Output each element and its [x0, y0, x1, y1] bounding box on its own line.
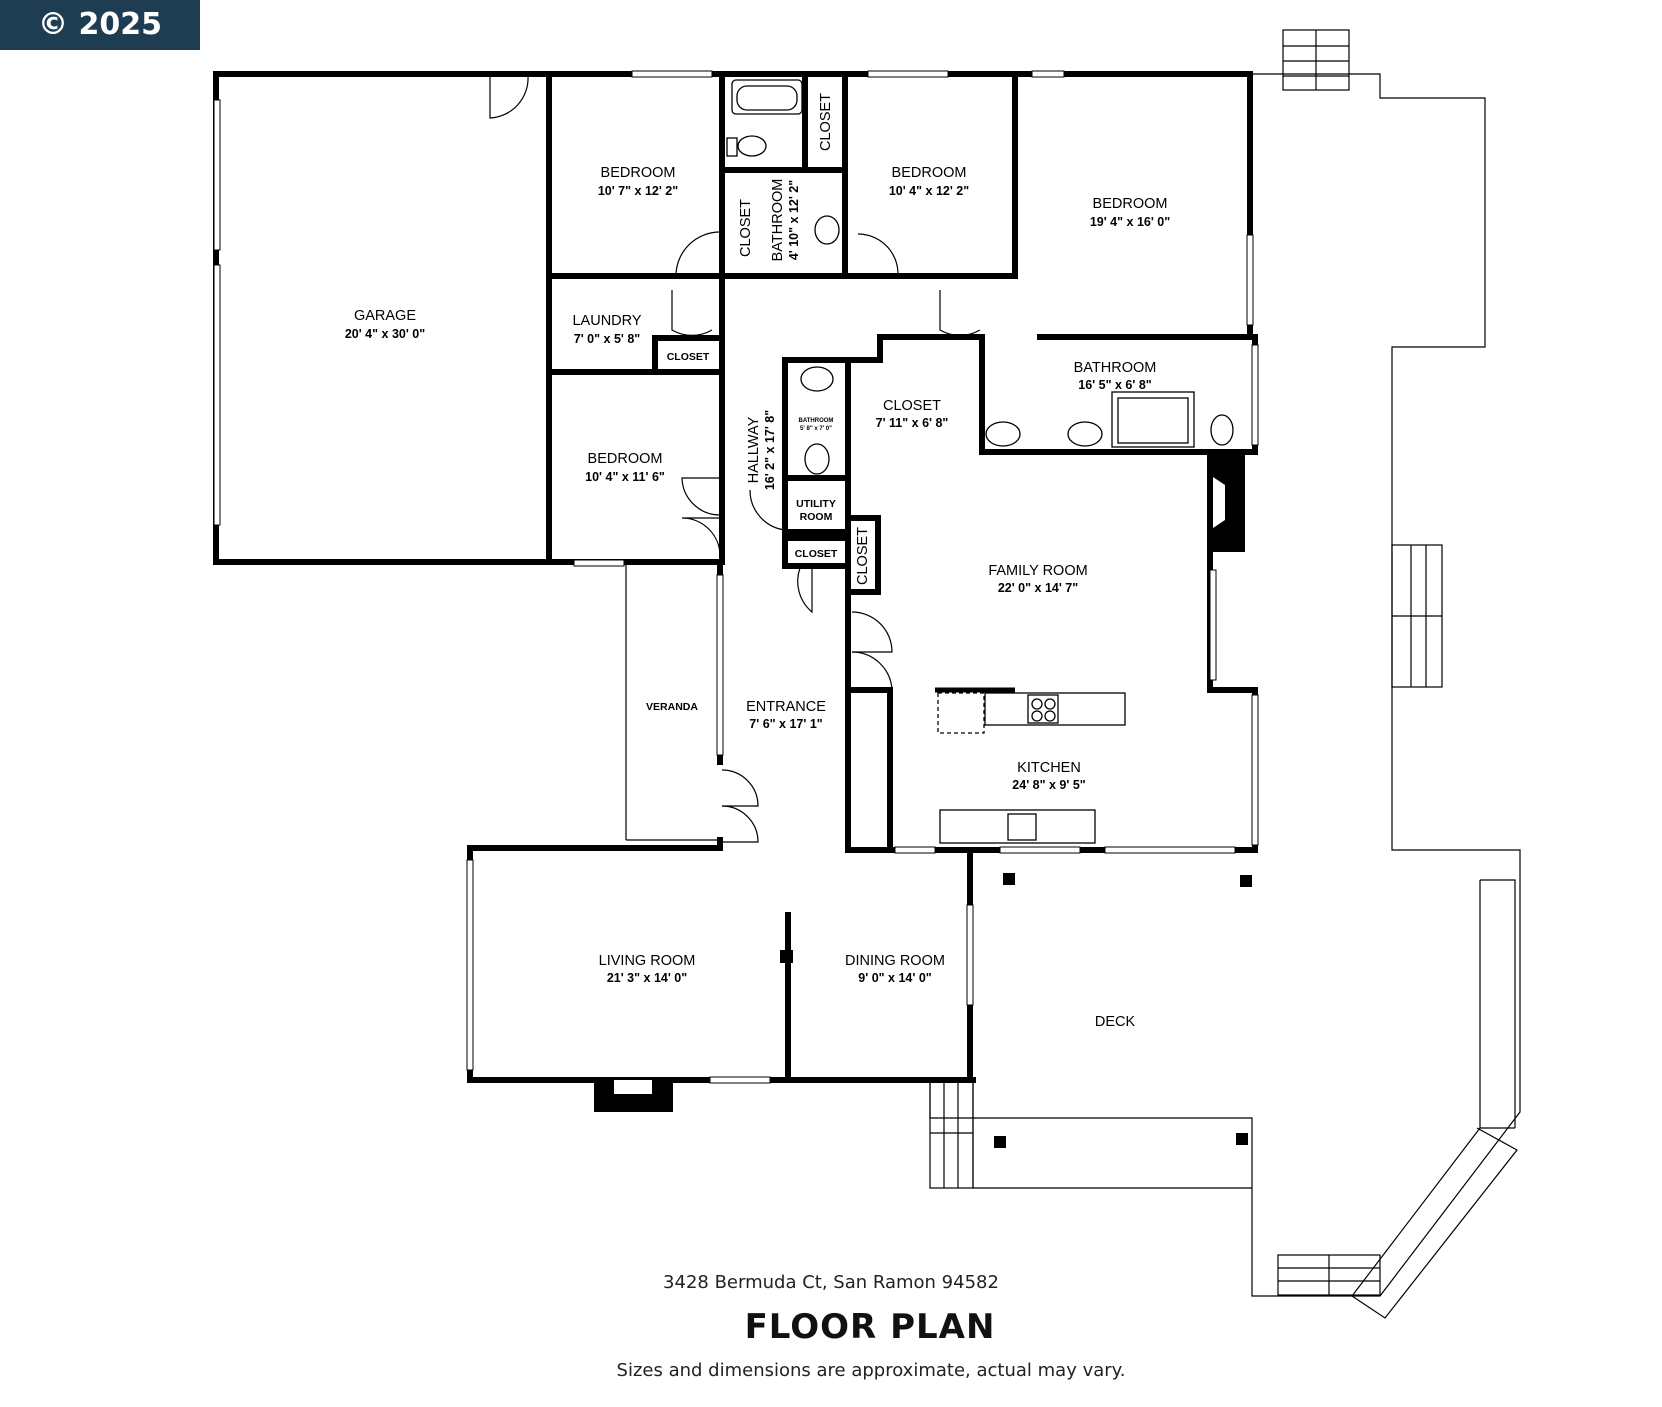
bedroom2-dims: 10' 4" x 12' 2": [889, 184, 969, 198]
living-room-label: LIVING ROOM: [599, 953, 696, 969]
bedroom2-label: BEDROOM: [892, 165, 967, 181]
bedroom1-dims: 10' 7" x 12' 2": [598, 184, 678, 198]
fixtures: [726, 79, 1234, 844]
closet6-label: CLOSET: [855, 527, 871, 585]
closet1-label: CLOSET: [738, 199, 754, 257]
living-room-dims: 21' 3" x 14' 0": [607, 971, 687, 985]
bathroom3-dims: 5' 8" x 7' 0": [800, 426, 832, 432]
closet3-label: CLOSET: [667, 351, 710, 363]
hallway-label: HALLWAY: [746, 416, 762, 483]
bathroom2-dims: 16' 5" x 6' 8": [1078, 378, 1151, 392]
door-swings: [489, 75, 981, 843]
hallway-dims: 16' 2" x 17' 8": [763, 410, 777, 490]
kitchen-label: KITCHEN: [1017, 760, 1081, 776]
utility-label-2: ROOM: [800, 511, 833, 523]
garage-dims: 20' 4" x 30' 0": [345, 327, 425, 341]
bathroom2-label: BATHROOM: [1074, 360, 1157, 376]
windows: [213, 70, 1259, 1084]
bedroom1-label: BEDROOM: [601, 165, 676, 181]
bathroom1-label: BATHROOM: [770, 179, 786, 262]
property-address: 3428 Bermuda Ct, San Ramon 94582: [663, 1272, 999, 1293]
closet2-label: CLOSET: [818, 93, 834, 151]
family-room-dims: 22' 0" x 14' 7": [998, 581, 1078, 595]
room-labels: GARAGE 20' 4" x 30' 0" BEDROOM 10' 7" x …: [345, 93, 1170, 1030]
bathroom1-dims: 4' 10" x 12' 2": [787, 180, 801, 260]
bedroom4-label: BEDROOM: [588, 451, 663, 467]
entrance-dims: 7' 6" x 17' 1": [749, 717, 822, 731]
copyright-badge: © 2025 CCAR: [0, 0, 200, 92]
page-title: FLOOR PLAN: [744, 1307, 996, 1347]
fireplace-icons: [594, 454, 1245, 1112]
entrance-label: ENTRANCE: [746, 699, 826, 715]
veranda-label: VERANDA: [646, 701, 698, 713]
closet4-dims: 7' 11" x 6' 8": [876, 416, 949, 430]
bathroom3-label: BATHROOM: [799, 418, 834, 424]
bedroom4-dims: 10' 4" x 11' 6": [585, 470, 665, 484]
family-room-label: FAMILY ROOM: [988, 563, 1087, 579]
deck-label: DECK: [1095, 1014, 1136, 1030]
disclaimer: Sizes and dimensions are approximate, ac…: [616, 1360, 1126, 1381]
kitchen-dims: 24' 8" x 9' 5": [1012, 778, 1085, 792]
laundry-dims: 7' 0" x 5' 8": [574, 332, 641, 346]
deck-outline: [625, 29, 1521, 1319]
dining-room-dims: 9' 0" x 14' 0": [858, 971, 931, 985]
closet4-label: CLOSET: [883, 398, 941, 414]
dining-room-label: DINING ROOM: [845, 953, 945, 969]
closet5-label: CLOSET: [795, 548, 838, 560]
laundry-label: LAUNDRY: [572, 313, 641, 329]
bedroom3-label: BEDROOM: [1093, 196, 1168, 212]
deck-posts: [780, 873, 1252, 1148]
garage-label: GARAGE: [354, 308, 416, 324]
utility-label: UTILITY: [796, 498, 836, 510]
bedroom3-dims: 19' 4" x 16' 0": [1090, 215, 1170, 229]
